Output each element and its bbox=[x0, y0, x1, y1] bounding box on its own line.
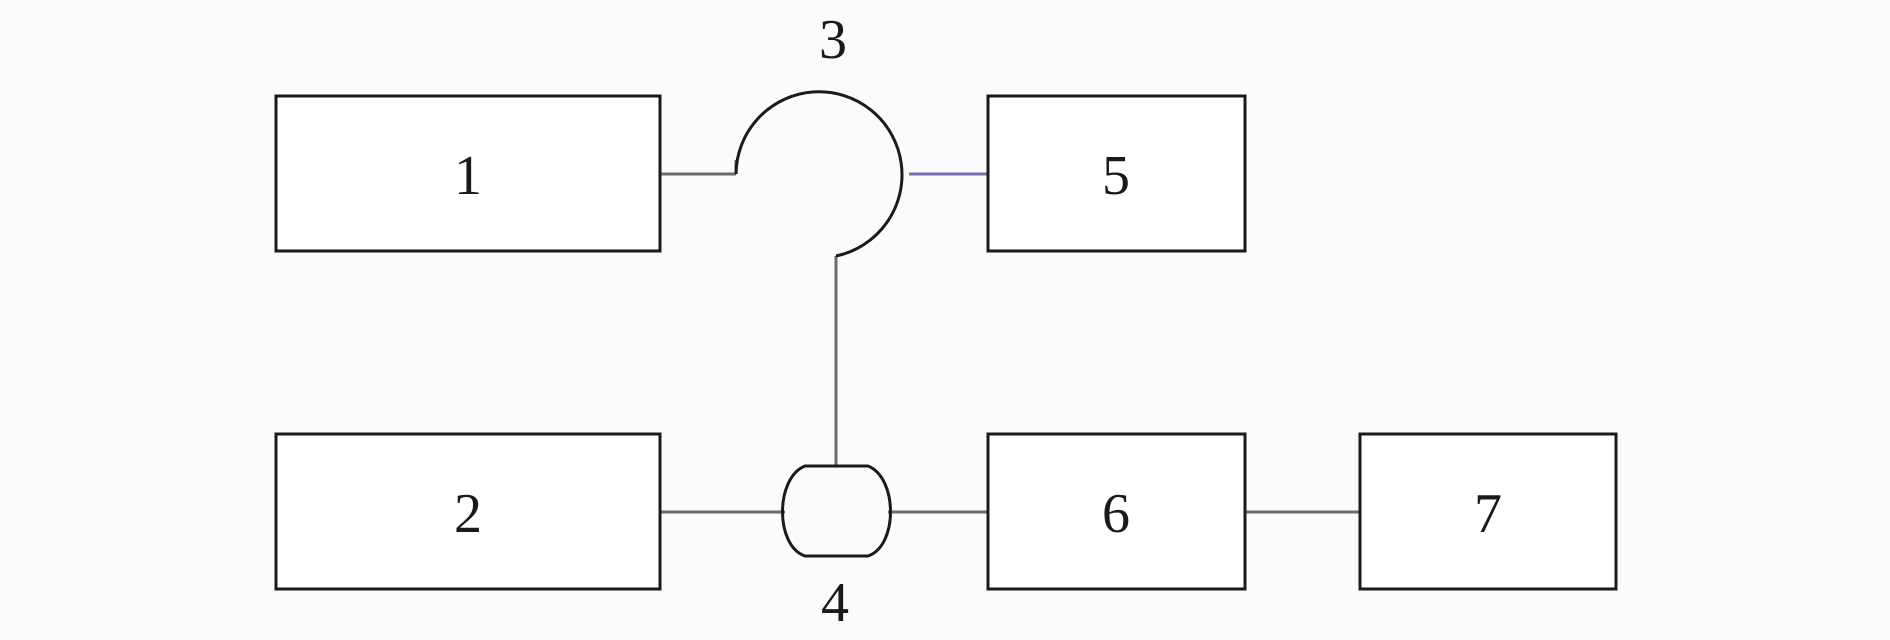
block-5-label: 5 bbox=[1102, 145, 1130, 207]
coupler-label: 4 bbox=[821, 572, 849, 634]
block-7: 7 bbox=[1358, 432, 1618, 591]
block-5: 5 bbox=[986, 94, 1247, 253]
circulator-3: 3 bbox=[734, 9, 904, 258]
block-2: 2 bbox=[274, 432, 662, 591]
coupler-4: 4 bbox=[781, 464, 892, 634]
block-1-label: 1 bbox=[454, 145, 482, 207]
block-7-label: 7 bbox=[1474, 483, 1502, 545]
block-6-label: 6 bbox=[1102, 483, 1130, 545]
circulator-arc bbox=[734, 90, 904, 258]
block-2-label: 2 bbox=[454, 483, 482, 545]
block-6: 6 bbox=[986, 432, 1247, 591]
circulator-label: 3 bbox=[819, 9, 847, 71]
coupler-shape bbox=[781, 464, 892, 558]
block-1: 1 bbox=[274, 94, 662, 253]
